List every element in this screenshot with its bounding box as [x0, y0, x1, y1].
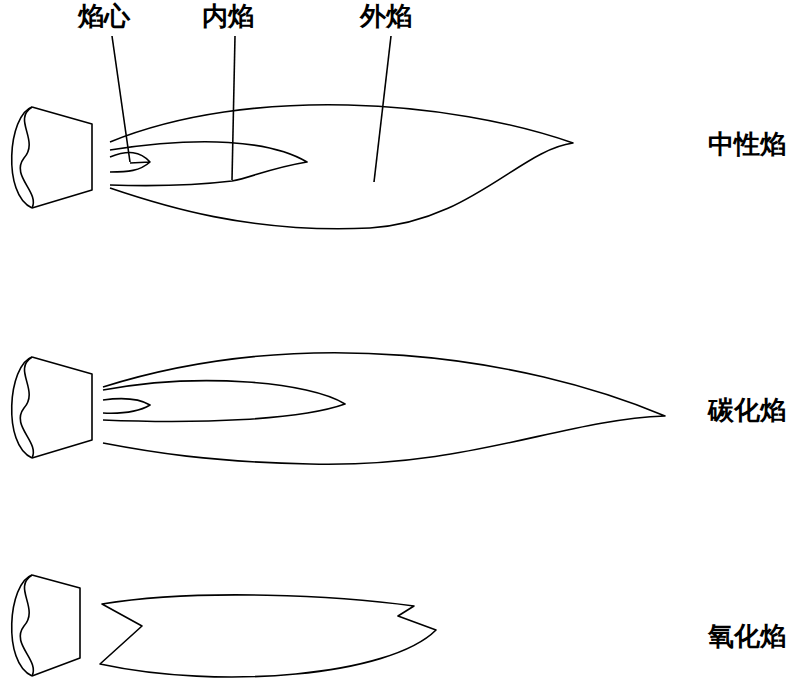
flame-type-label: 碳化焰: [708, 396, 786, 426]
torch-tip: [12, 575, 80, 676]
outer-flame: [103, 353, 665, 464]
inner-flame: [103, 381, 345, 422]
leader-line: [112, 36, 130, 162]
leader-line: [374, 36, 391, 182]
torch-tip: [12, 107, 92, 208]
flame-type-label: 中性焰: [708, 130, 786, 160]
part-label: 焰心: [78, 2, 130, 32]
inner-flame: [110, 142, 307, 186]
part-label: 外焰: [360, 2, 412, 32]
leader-line: [232, 36, 235, 180]
part-label: 内焰: [202, 2, 254, 32]
oxidizing-flame: [100, 595, 436, 677]
flame-core: [110, 153, 150, 172]
torch-tip: [12, 357, 92, 458]
flame-type-label: 氧化焰: [708, 622, 786, 652]
outer-flame: [110, 105, 573, 229]
